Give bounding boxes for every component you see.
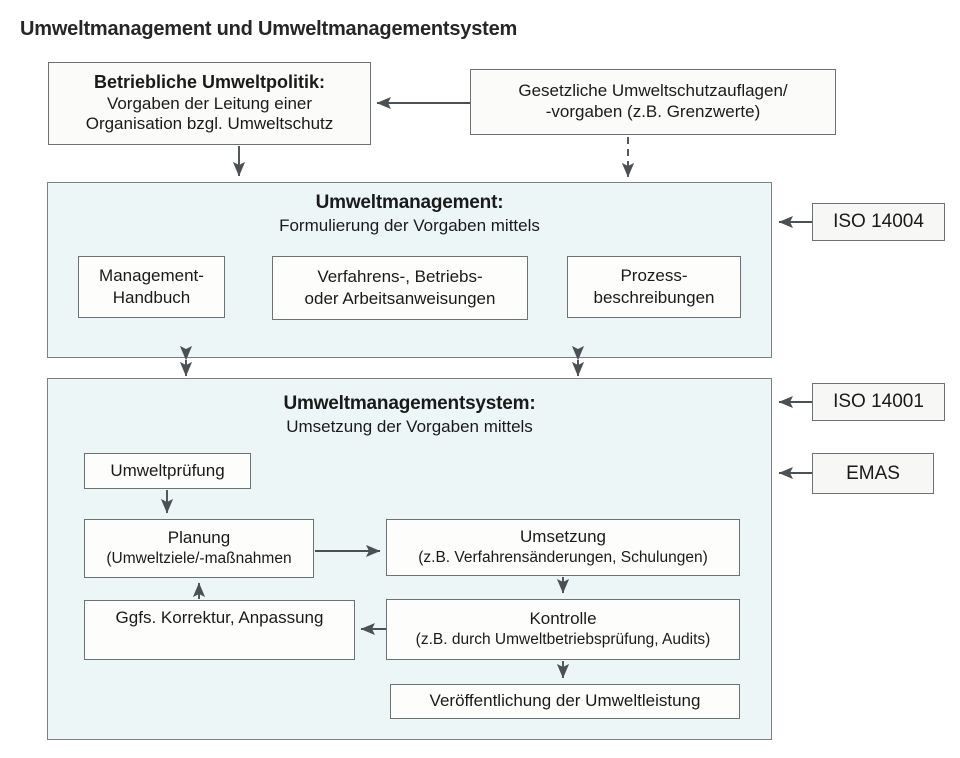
node-line-2: beschreibungen	[593, 288, 715, 307]
box-betriebliche-umweltpolitik[interactable]: Betriebliche Umweltpolitik: Vorgaben der…	[48, 62, 371, 145]
policy-box-title: Betriebliche Umweltpolitik:	[93, 71, 326, 92]
node-prozessbeschreibungen[interactable]: Prozess- beschreibungen	[567, 256, 741, 318]
node-verfahrensanweisungen[interactable]: Verfahrens-, Betriebs- oder Arbeitsanwei…	[272, 256, 528, 320]
node-line-1: Kontrolle	[529, 609, 597, 629]
node-planung[interactable]: Planung (Umweltziele/-maßnahmen	[84, 519, 314, 578]
legal-box-line1: Gesetzliche Umweltschutzauflagen/	[518, 81, 788, 101]
box-gesetzliche-auflagen[interactable]: Gesetzliche Umweltschutzauflagen/ -vorga…	[470, 69, 836, 135]
umweltmanagement-title: Umweltmanagement:	[315, 192, 504, 213]
ref-box-label: ISO 14001	[833, 391, 924, 412]
node-line-1: Veröffentlichung der Umweltleistung	[429, 691, 701, 711]
legal-box-line2: -vorgaben (z.B. Grenzwerte)	[545, 102, 761, 121]
umweltmanagement-heading: Umweltmanagement: Formulierung der Vorga…	[47, 192, 772, 236]
node-line-1: Verfahrens-, Betriebs-	[317, 266, 483, 286]
policy-box-line1: Vorgaben der Leitung einer	[106, 93, 313, 113]
node-ggfs-korrektur[interactable]: Ggfs. Korrektur, Anpassung	[84, 600, 355, 660]
umweltmanagementsystem-title: Umweltmanagementsystem:	[283, 393, 536, 414]
node-line-2: (z.B. durch Umweltbetriebsprüfung, Audit…	[415, 631, 711, 649]
node-umsetzung[interactable]: Umsetzung (z.B. Verfahrensänderungen, Sc…	[386, 519, 740, 576]
ref-box-label: ISO 14004	[833, 211, 924, 232]
node-umweltpruefung[interactable]: Umweltprüfung	[84, 453, 251, 489]
node-line-2: (z.B. Verfahrensänderungen, Schulungen)	[418, 549, 708, 567]
ref-box-iso-14001[interactable]: ISO 14001	[812, 383, 945, 421]
node-line-1: Umweltprüfung	[110, 460, 225, 480]
node-line-1: Umsetzung	[520, 527, 606, 547]
umweltmanagementsystem-heading: Umweltmanagementsystem: Umsetzung der Vo…	[47, 393, 772, 437]
page-title: Umweltmanagement und Umweltmanagementsys…	[20, 18, 518, 40]
node-veroeffentlichung[interactable]: Veröffentlichung der Umweltleistung	[390, 684, 740, 719]
ref-box-iso-14004[interactable]: ISO 14004	[812, 203, 945, 241]
ref-box-label: EMAS	[846, 462, 900, 484]
node-line-1: Prozess-	[620, 265, 688, 285]
ref-box-emas[interactable]: EMAS	[812, 453, 934, 494]
node-line-1: Planung	[167, 528, 231, 548]
node-line-2: (Umweltziele/-maßnahmen	[106, 550, 292, 568]
node-management-handbuch[interactable]: Management- Handbuch	[78, 256, 225, 318]
node-line-2: Handbuch	[112, 288, 191, 307]
node-line-1: Ggfs. Korrektur, Anpassung	[115, 608, 324, 627]
umweltmanagement-subtitle: Formulierung der Vorgaben mittels	[279, 216, 540, 235]
node-kontrolle[interactable]: Kontrolle (z.B. durch Umweltbetriebsprüf…	[386, 599, 740, 660]
umweltmanagementsystem-subtitle: Umsetzung der Vorgaben mittels	[286, 417, 533, 436]
node-line-2: oder Arbeitsanweisungen	[304, 289, 496, 308]
policy-box-line2: Organisation bzgl. Umweltschutz	[85, 114, 334, 134]
node-line-1: Management-	[99, 265, 204, 285]
